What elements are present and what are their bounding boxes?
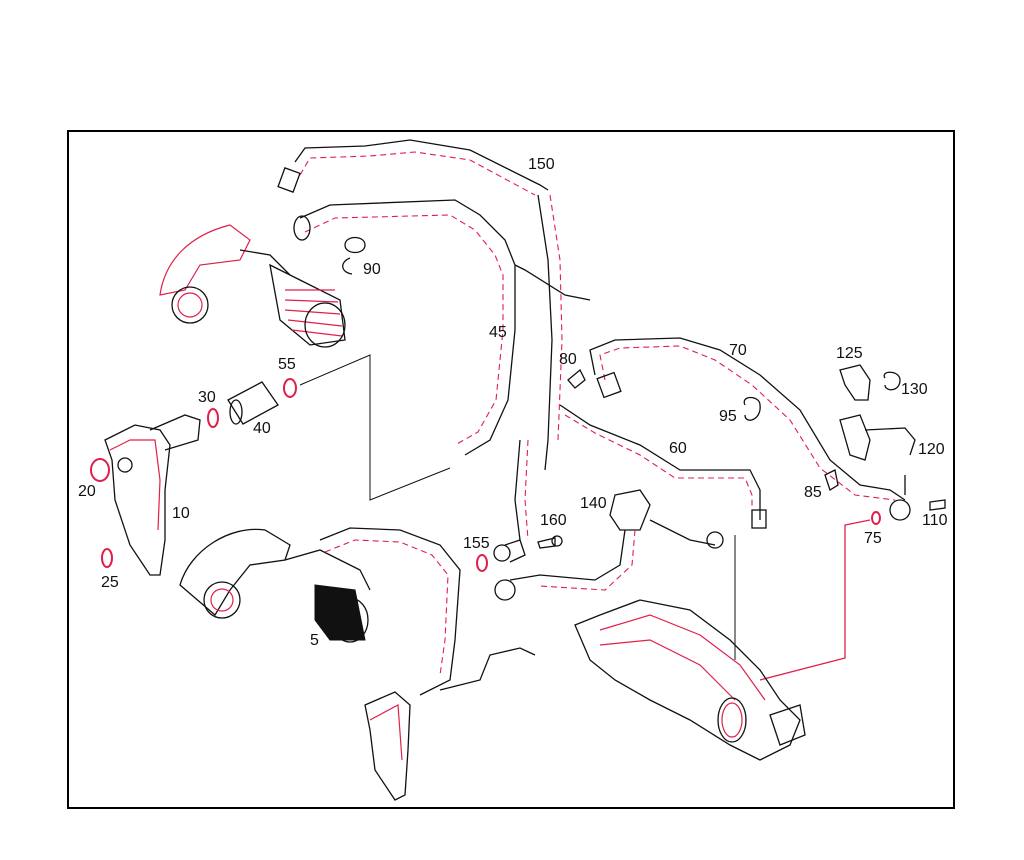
hose-45-icon: [293, 199, 591, 541]
callout-160[interactable]: 160: [540, 512, 567, 529]
callout-20[interactable]: 20: [78, 483, 96, 500]
leader-line-75: [759, 519, 871, 681]
clamp-90-icon: [342, 236, 366, 275]
valve-120-icon: [839, 414, 916, 461]
diagram-frame: [67, 130, 955, 809]
ring-155-icon: [476, 554, 488, 572]
clamp-95-icon: [743, 396, 761, 421]
callout-25[interactable]: 25: [101, 574, 119, 591]
callout-55[interactable]: 55: [278, 356, 296, 373]
intake-elbow-top-icon: [159, 224, 291, 324]
intake-manifold-icon: [574, 599, 806, 761]
callout-70[interactable]: 70: [729, 342, 747, 359]
hose-60-icon: [559, 404, 767, 529]
ring-75-icon: [871, 511, 881, 525]
callout-120[interactable]: 120: [918, 441, 945, 458]
sleeve-40-icon: [227, 381, 279, 425]
hose-lower-icon: [319, 527, 536, 696]
hose-140-icon: [494, 489, 724, 601]
separator-10-icon: [104, 414, 201, 576]
ring-55-icon: [283, 378, 297, 398]
ring-20-icon: [90, 458, 110, 482]
corrugated-hose-5-icon: [284, 549, 371, 643]
callout-140[interactable]: 140: [580, 495, 607, 512]
callout-30[interactable]: 30: [198, 389, 216, 406]
corrugated-hose-top-icon: [269, 263, 346, 348]
fitting-155-icon: [493, 539, 526, 563]
bolt-160-icon: [537, 535, 563, 549]
callout-40[interactable]: 40: [253, 420, 271, 437]
callout-45[interactable]: 45: [489, 324, 507, 341]
callout-5[interactable]: 5: [310, 632, 319, 649]
leader-line-55: [299, 354, 451, 501]
callout-95[interactable]: 95: [719, 408, 737, 425]
separator-lower-icon: [364, 691, 411, 801]
callout-130[interactable]: 130: [901, 381, 928, 398]
callout-125[interactable]: 125: [836, 345, 863, 362]
callout-60[interactable]: 60: [669, 440, 687, 457]
callout-110[interactable]: 110: [922, 512, 948, 529]
callout-80[interactable]: 80: [559, 351, 577, 368]
sensor-125-icon: [839, 364, 871, 401]
clip-80-icon: [567, 368, 586, 389]
bolt-110-icon: [929, 499, 946, 511]
ring-25-icon: [101, 548, 113, 568]
ring-30-icon: [207, 408, 219, 428]
callout-155[interactable]: 155: [463, 535, 490, 552]
callout-10[interactable]: 10: [172, 505, 190, 522]
hose-150-icon: [277, 139, 563, 471]
clip-85-icon: [824, 469, 839, 491]
callout-75[interactable]: 75: [864, 530, 882, 547]
hose-70-icon: [589, 337, 911, 521]
callout-90[interactable]: 90: [363, 261, 381, 278]
intake-elbow-bottom-icon: [179, 528, 291, 619]
callout-85[interactable]: 85: [804, 484, 822, 501]
callout-150[interactable]: 150: [528, 156, 555, 173]
clamp-130-icon: [883, 371, 901, 391]
